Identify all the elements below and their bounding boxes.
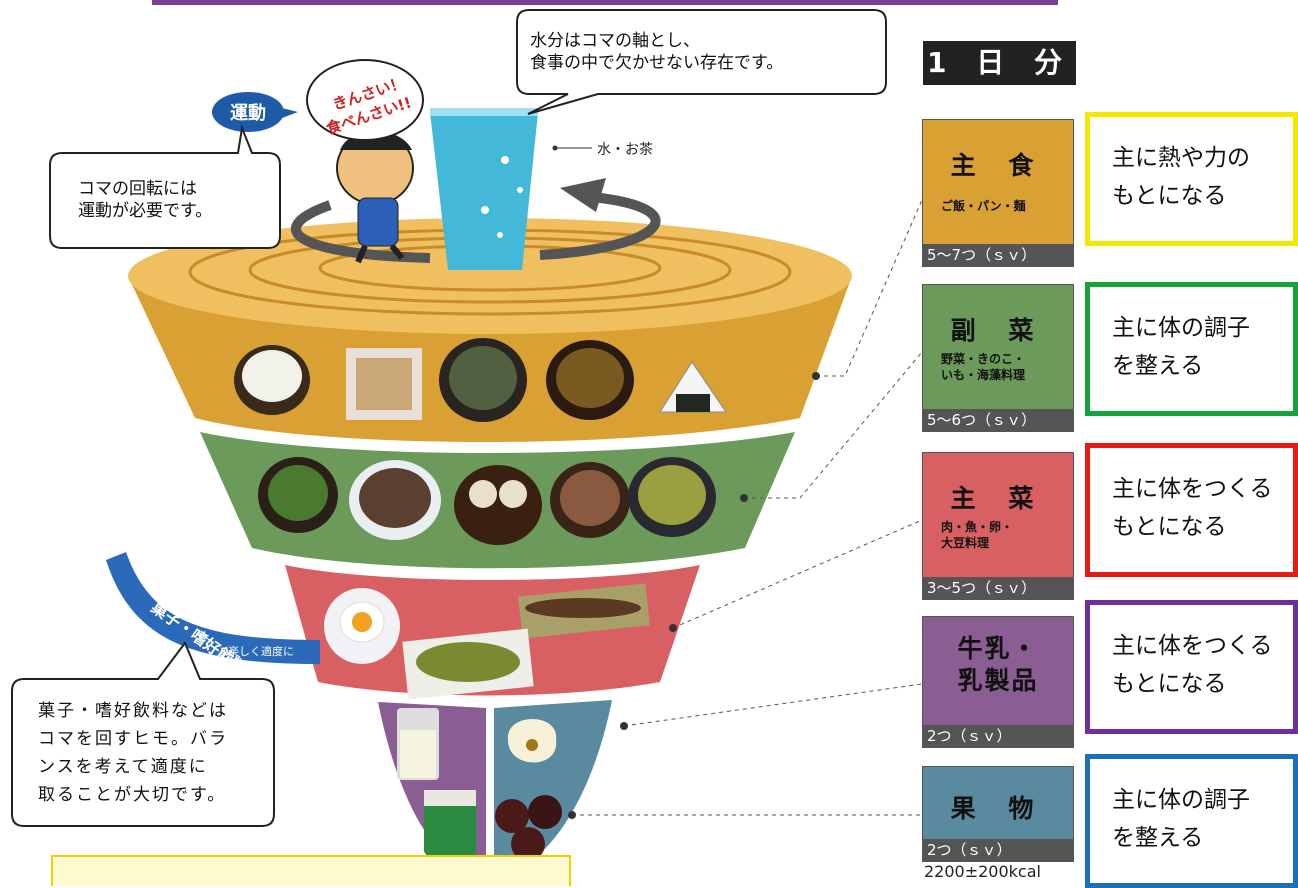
group-box-staple: 主 食 ご飯・パン・麺 5〜7つ（ｓｖ） [922, 119, 1074, 267]
snack-callout-text: 菓子・嗜好飲料などは コマを回すヒモ。バラ ンスを考えて適度に 取ることが大切で… [38, 701, 228, 805]
group-name: 主 食 [950, 151, 1046, 180]
role-box-fruit: 主に体の調子 を整える [1085, 754, 1298, 888]
yellow-note-box [51, 855, 571, 886]
water-bubbles [481, 156, 523, 238]
group-sub: 肉・魚・卵・ 大豆料理 [941, 520, 1014, 550]
group-box-main: 主 菜 肉・魚・卵・ 大豆料理 3〜5つ（ｓｖ） [922, 452, 1074, 600]
group-servings: 3〜5つ（ｓｖ） [923, 577, 1073, 599]
group-servings: 2つ（ｓｖ） [923, 839, 1073, 861]
group-box-dairy: 牛乳・ 乳製品 2つ（ｓｖ） [922, 616, 1074, 748]
connector-dots [568, 372, 820, 819]
group-name: 主 菜 [950, 484, 1046, 513]
group-servings: 5〜6つ（ｓｖ） [923, 409, 1073, 431]
group-servings: 5〜7つ（ｓｖ） [923, 244, 1073, 266]
mascot-character [336, 131, 414, 264]
top-accent-bar [152, 0, 1058, 5]
fruit-items [495, 719, 562, 861]
staple-food-plates [234, 338, 727, 422]
role-box-side: 主に体の調子 を整える [1085, 282, 1298, 416]
exercise-callout-bubble [49, 124, 281, 249]
rotation-arrow [291, 191, 661, 263]
group-box-fruit: 果 物 2つ（ｓｖ） [922, 766, 1074, 862]
main-dish-plates [324, 583, 650, 700]
snack-callout-bubble [11, 641, 275, 827]
water-glass [430, 112, 538, 270]
exercise-badge-label: 運動 [230, 102, 266, 124]
group-name: 副 菜 [950, 316, 1046, 345]
exercise-badge [212, 92, 284, 132]
role-box-staple: 主に熱や力の もとになる [1085, 112, 1298, 246]
snack-ribbon [106, 552, 320, 664]
role-box-dairy: 主に体をつくる もとになる [1085, 600, 1298, 734]
group-sub: 野菜・きのこ・ いも・海藻料理 [941, 352, 1026, 382]
group-head: 果 物 [923, 767, 1073, 839]
side-dish-plates [258, 457, 716, 545]
exercise-callout-text: コマの回転には 運動が必要です。 [78, 179, 213, 221]
shout-bubble [306, 59, 424, 141]
group-head: 副 菜 野菜・きのこ・ いも・海藻料理 [923, 285, 1073, 409]
fruit-section [494, 700, 612, 878]
daily-title: 1 日 分 [923, 41, 1076, 85]
group-name: 果 物 [950, 794, 1046, 823]
water-tea-label: 水・お茶 [597, 142, 653, 158]
water-callout-text: 水分はコマの軸とし、 食事の中で欠かせない存在です。 [530, 31, 784, 73]
group-sub: ご飯・パン・麺 [941, 199, 1026, 213]
dairy-items [397, 708, 476, 856]
role-box-main: 主に体をつくる もとになる [1085, 443, 1298, 577]
snack-ribbon-sub-text: 楽しく適度に [228, 644, 294, 658]
group-head: 主 菜 肉・魚・卵・ 大豆料理 [923, 453, 1073, 577]
group-box-side: 副 菜 野菜・きのこ・ いも・海藻料理 5〜6つ（ｓｖ） [922, 284, 1074, 432]
group-servings: 2つ（ｓｖ） [923, 725, 1073, 747]
group-head: 牛乳・ 乳製品 [923, 617, 1073, 725]
water-callout-bubble [516, 9, 887, 115]
group-name: 牛乳・ 乳製品 [957, 634, 1039, 695]
connector-lines [572, 199, 923, 816]
calorie-label: 2200±200kcal [924, 862, 1041, 881]
group-head: 主 食 ご飯・パン・麺 [923, 120, 1073, 244]
